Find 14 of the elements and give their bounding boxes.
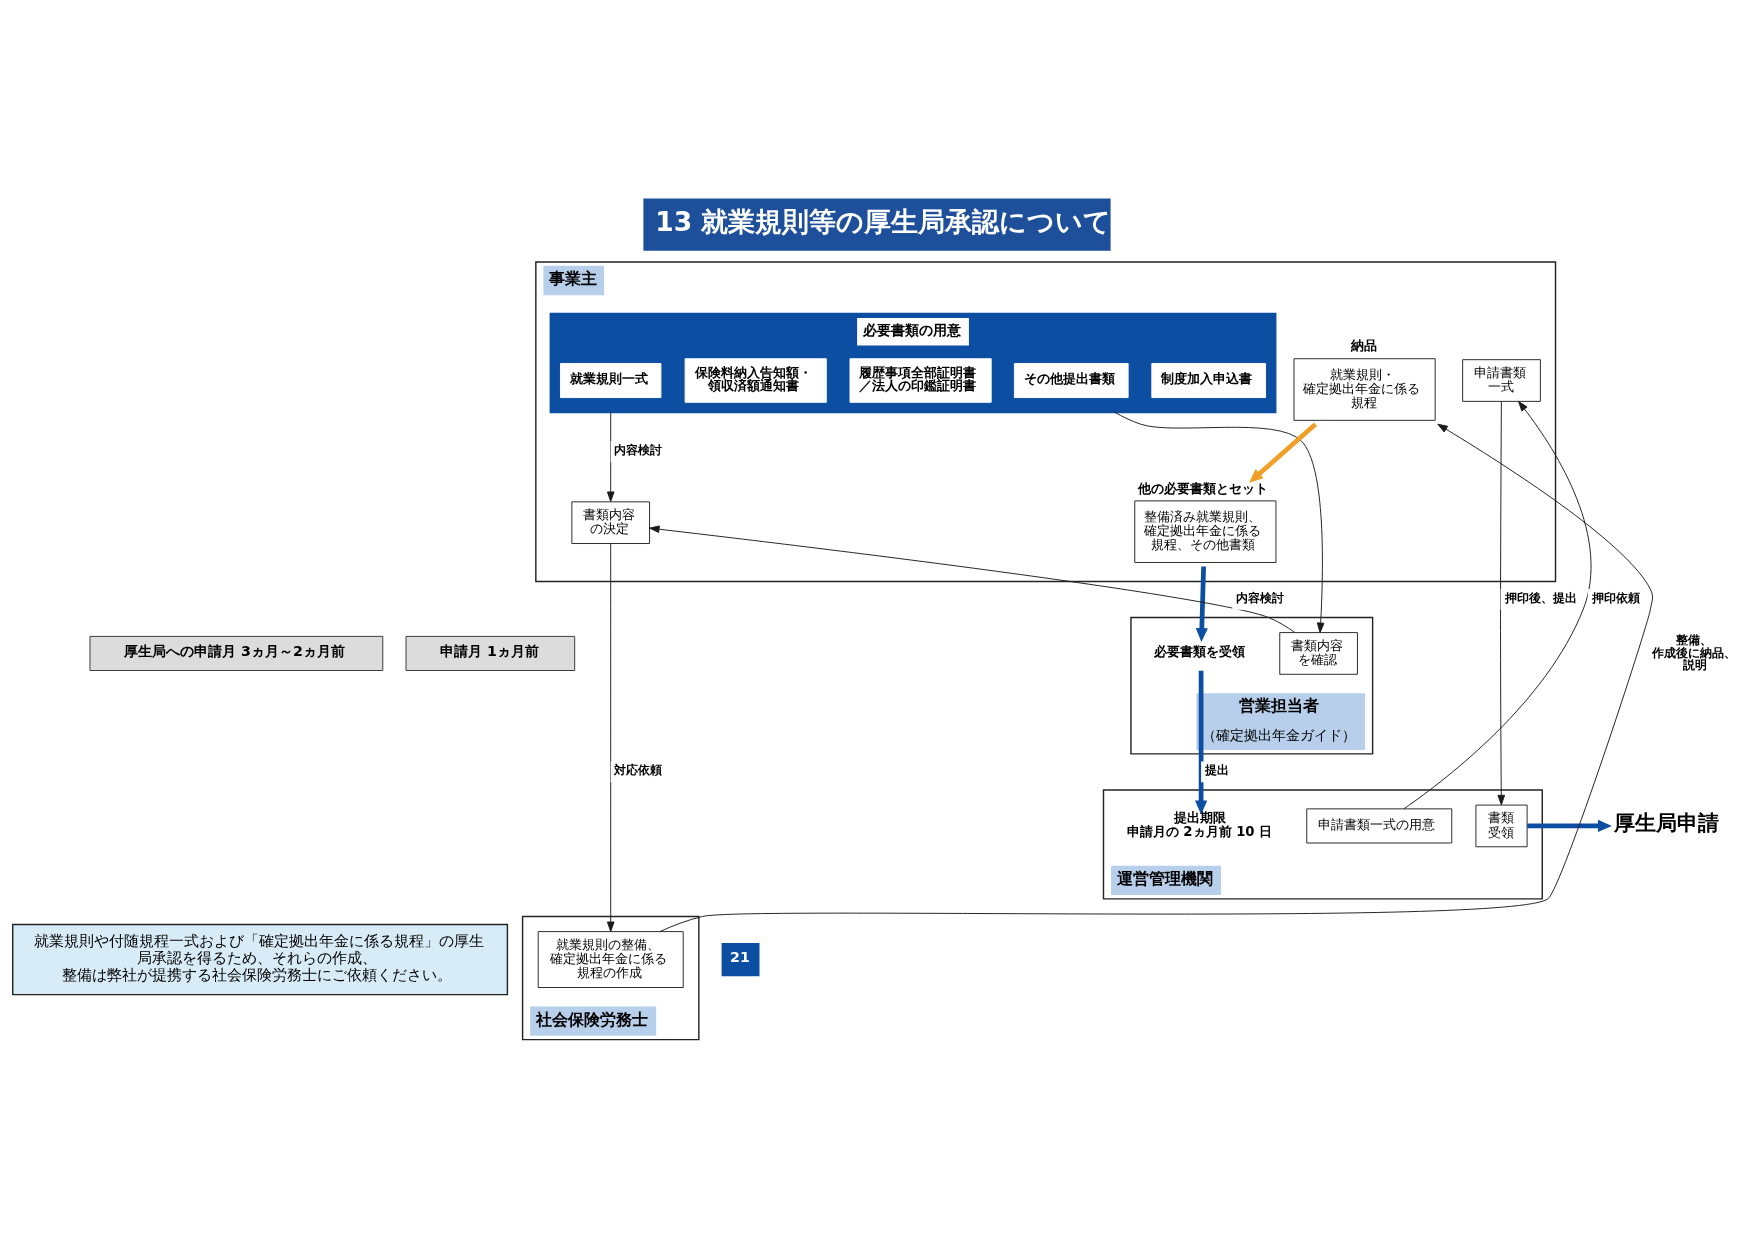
edge-label: 整備、作成後に納品、説明 [1651,632,1736,672]
edge-label: 内容検討 [1236,590,1285,605]
diagram-title: 13 就業規則等の厚生局承認について [655,205,1112,237]
node-text: 提出期限 申請月の 2ヵ月前 10 日 [1126,809,1273,839]
edge-label: 内容検討 [614,442,663,457]
node-label: 納品 [1350,337,1377,353]
node-text: 厚生局申請 [1613,810,1719,835]
edge-label: 提出 [1204,762,1229,777]
label: 21 [730,948,750,965]
edge-label: 対応依頼 [614,762,663,777]
edge-label: 押印依頼 [1591,590,1640,605]
edge-label: 押印後、提出 [1504,590,1577,605]
node-label: 他の必要書類とセット [1137,480,1268,496]
node-text: 必要書類を受領 [1153,643,1245,659]
